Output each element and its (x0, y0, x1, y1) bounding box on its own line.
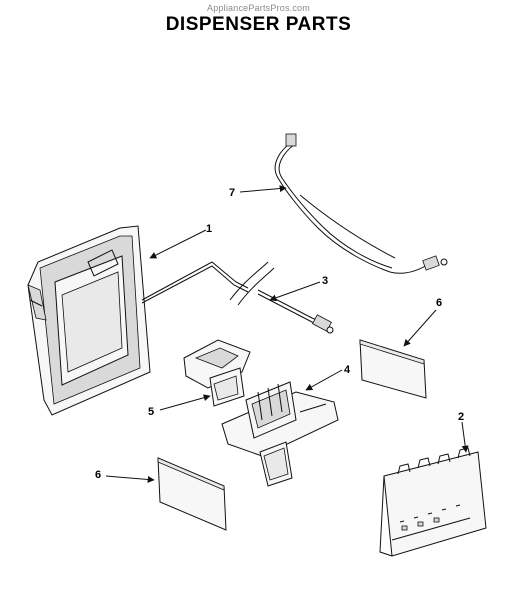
page-title: DISPENSER PARTS (165, 14, 352, 35)
callout-5: 5 (148, 406, 154, 418)
part-1-dispenser-housing (27, 225, 151, 416)
callout-7: 7 (229, 187, 235, 199)
watermark: AppliancePartsPros.com (207, 3, 310, 13)
part-6-cover-panel-upper (359, 339, 427, 399)
callout-6-upper: 6 (436, 297, 442, 309)
part-2-control-panel (379, 447, 487, 557)
part-3-heater-wire (141, 261, 334, 334)
part-5-actuator (183, 339, 251, 407)
callout-2: 2 (458, 411, 464, 423)
part-7-wire-harness (274, 133, 448, 274)
callout-6-lower: 6 (95, 469, 101, 481)
part-4-bracket-assembly (221, 381, 339, 487)
callout-4: 4 (344, 364, 351, 376)
callout-3: 3 (322, 275, 328, 287)
callout-1: 1 (206, 223, 212, 235)
part-6-cover-panel-lower (157, 457, 227, 531)
